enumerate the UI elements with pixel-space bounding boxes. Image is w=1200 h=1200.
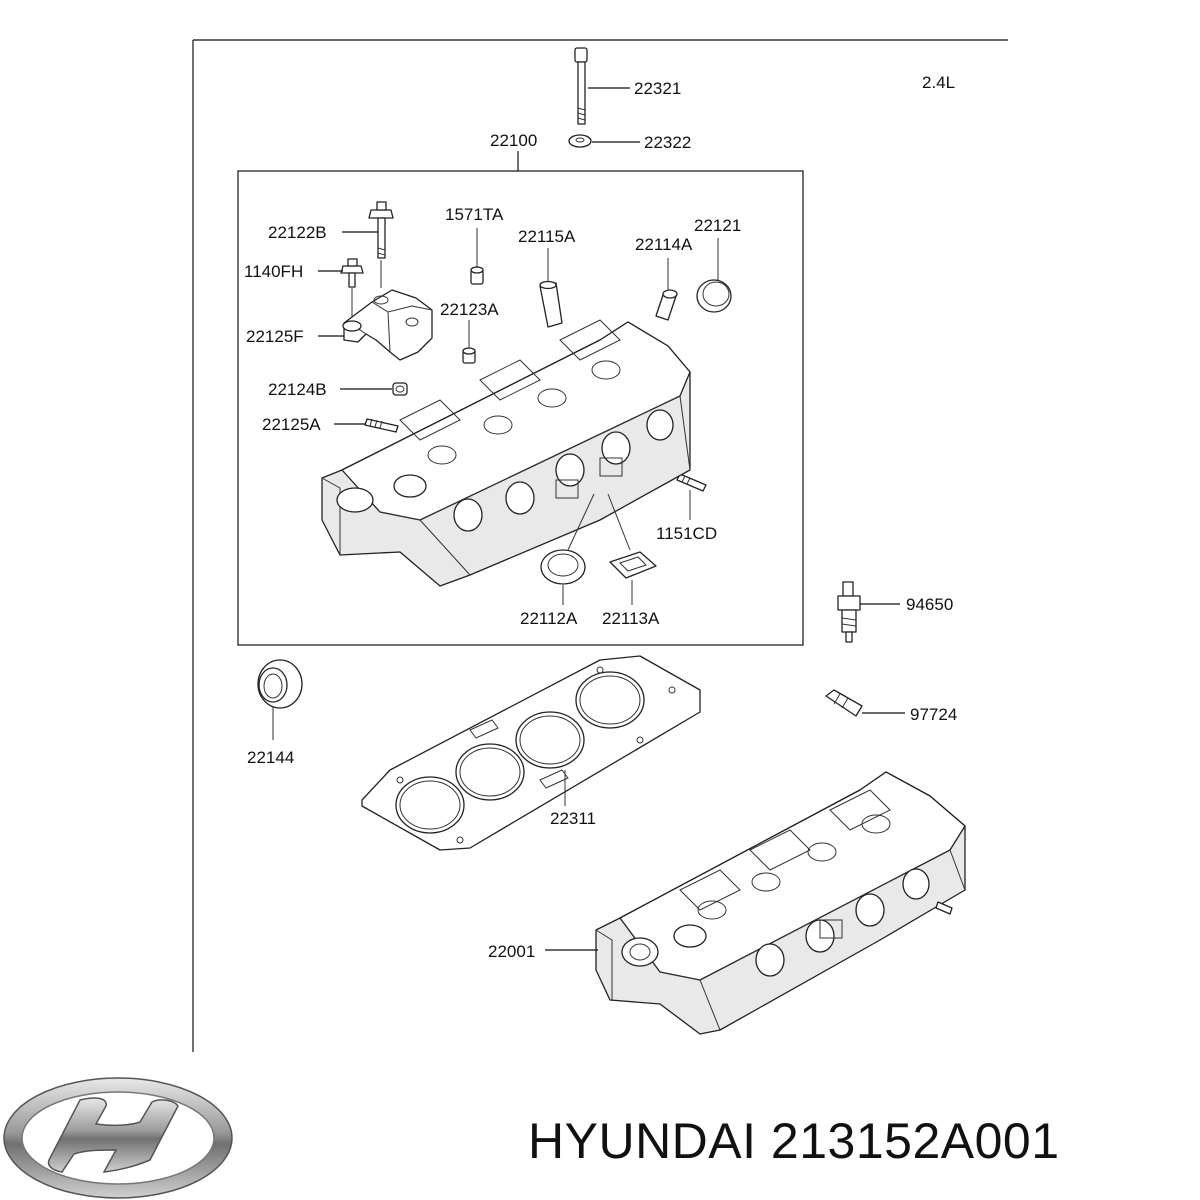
plug-1571TA-part [470,266,484,285]
valve-seat-22114A-part [655,289,678,321]
stud-1151CD-part [676,473,707,492]
part-label-22001: 22001 [488,942,535,961]
dowel-22124B-part [392,382,408,396]
part-label-1140FH: 1140FH [244,262,303,281]
part-label-22321: 22321 [634,79,681,98]
washer-22322-part [568,134,592,148]
part-label-22125F: 22125F [246,327,304,346]
part-label-97724: 97724 [910,705,957,724]
bolt-1140FH-part [340,258,364,288]
part-label-22125A: 22125A [262,415,321,434]
valve-guide-22115A-part [539,280,563,328]
sensor-97724-part [825,689,863,717]
stud-22125A-part [364,418,399,433]
engine-size-label: 2.4L [922,73,955,92]
cylinder-head-upper-part [321,319,691,587]
cam-cap-22125F-part [342,289,433,361]
bolt-22321-part [574,47,588,125]
part-label-22311: 22311 [550,809,596,828]
part-label-22121: 22121 [694,216,741,235]
part-label-22144: 22144 [247,748,294,767]
assembly-22100-label: 22100 [490,131,537,150]
assembly-box [237,170,804,646]
bolt-22122B-part [368,201,394,259]
gasket-22113A-part [609,551,657,579]
part-label-1151CD: 1151CD [656,524,717,543]
part-label-22114A: 22114A [635,235,693,254]
part-label-1571TA: 1571TA [445,205,504,224]
seal-22112A-part [540,549,586,585]
part-label-22322: 22322 [644,133,691,152]
part-label-22124B: 22124B [268,380,327,399]
dowel-22123A-part [462,347,476,364]
part-label-94650: 94650 [906,595,953,614]
part-label-22115A: 22115A [518,227,576,246]
sealing-cap-22121-part [696,279,732,313]
head-gasket-22311-part [361,655,701,851]
part-label-22113A: 22113A [602,609,660,628]
cylinder-head-22001-part [595,771,966,1035]
hyundai-logo-icon [3,1077,233,1199]
oil-seal-22144-part [257,659,303,709]
part-label-22112A: 22112A [520,609,578,628]
brand-part-number-title: HYUNDAI 213152A001 [528,1113,1060,1169]
part-label-22122B: 22122B [268,223,327,242]
part-label-22123A: 22123A [440,300,499,319]
temp-sensor-94650-part [837,581,861,643]
